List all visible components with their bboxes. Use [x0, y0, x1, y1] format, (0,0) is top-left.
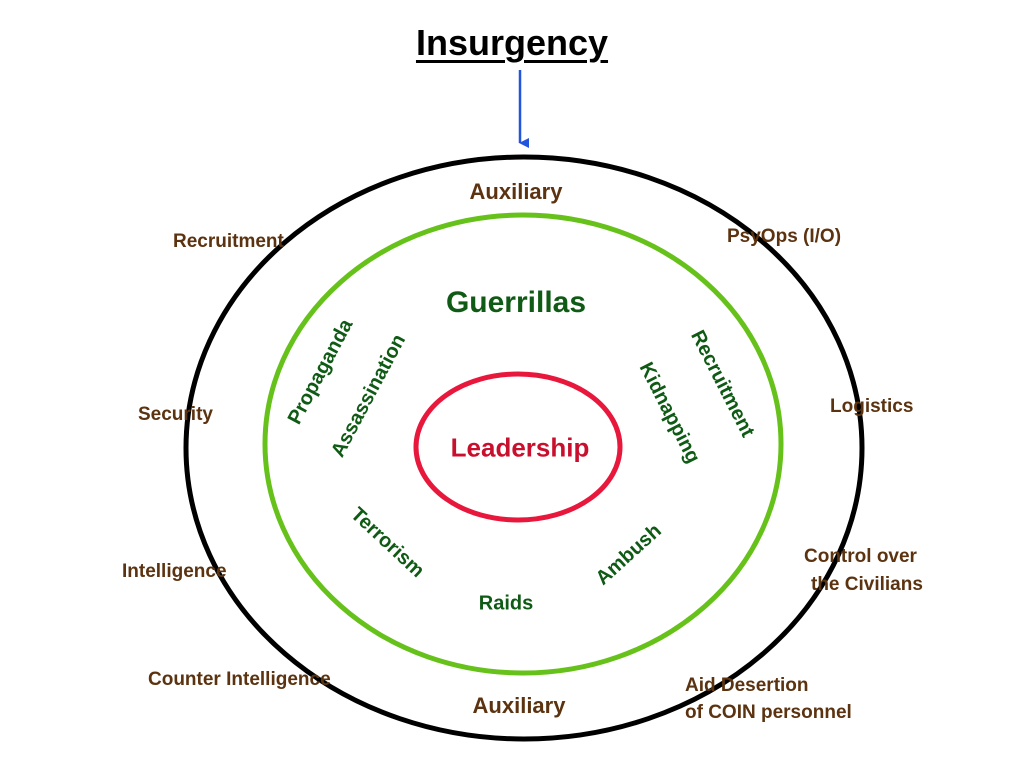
page-title: Insurgency [415, 22, 609, 63]
auxiliary-label-bottom: Auxiliary [472, 693, 566, 718]
aux-psyops: PsyOps (I/O) [727, 226, 842, 247]
middle-ring [262, 212, 784, 676]
aux-security: Security [138, 404, 213, 425]
leadership-label: Leadership [450, 432, 590, 463]
auxiliary-label-top: Auxiliary [469, 179, 563, 204]
aux-counter-intelligence: Counter Intelligence [148, 669, 331, 690]
aux-control-line1: Control over [804, 546, 917, 567]
aux-intelligence: Intelligence [122, 561, 227, 582]
aux-aid-desertion-line2: of COIN personnel [685, 702, 852, 723]
aux-recruitment: Recruitment [173, 231, 284, 252]
outer-ring [183, 154, 865, 742]
guerrillas-label: Guerrillas [445, 286, 587, 319]
guerrilla-raids: Raids [478, 592, 534, 615]
aux-logistics: Logistics [830, 396, 914, 417]
inner-ring [413, 371, 623, 523]
aux-control-line2: the Civilians [811, 574, 923, 595]
aux-aid-desertion-line1: Aid Desertion [685, 675, 809, 696]
